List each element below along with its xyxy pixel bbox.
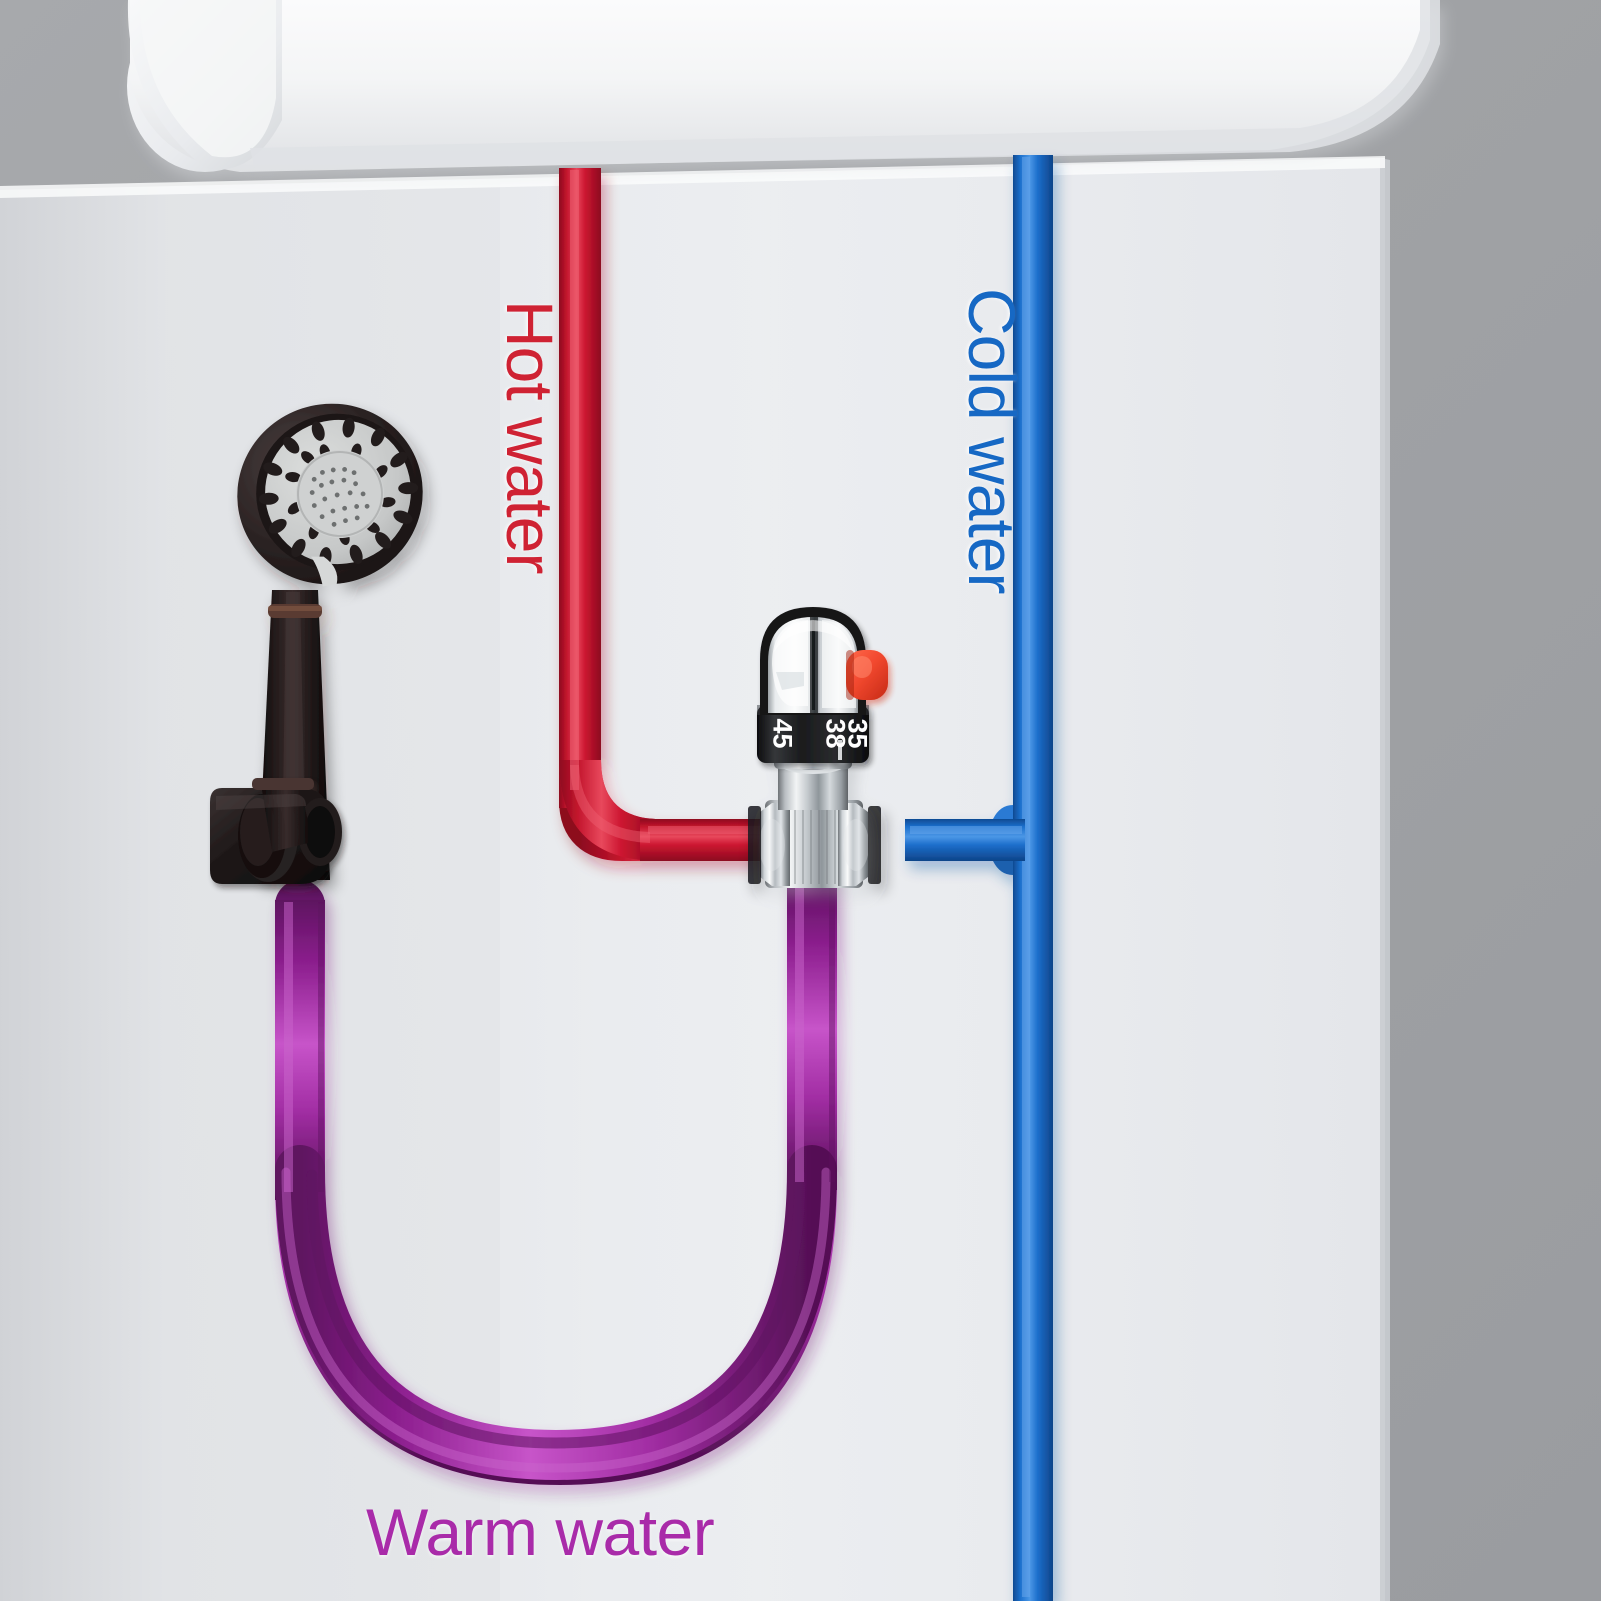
wall-panel [0, 156, 1390, 1601]
warm-water-hose [275, 855, 837, 1486]
showerhead-bracket [210, 778, 342, 884]
red-safety-button [846, 650, 888, 700]
valve-nut-cold [838, 803, 869, 886]
thermostatic-mixing-valve [748, 750, 881, 888]
ceiling-cylinder [127, 0, 1440, 172]
valve-nut-hot [759, 803, 790, 886]
cold-water-pipe [905, 155, 1053, 1601]
valve-knob-assembly [757, 607, 888, 763]
